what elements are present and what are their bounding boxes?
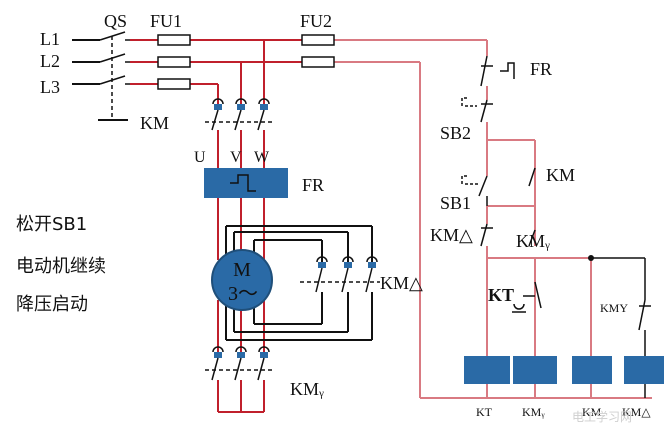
fr-block xyxy=(204,168,288,198)
label-km-delta-main: KM△ xyxy=(380,273,423,293)
km-y-main-contacts xyxy=(205,346,275,381)
label-km-ctrl: KM xyxy=(546,165,576,185)
km-delta-interlock xyxy=(480,223,493,247)
label-sb2: SB2 xyxy=(440,123,472,143)
label-kmy-contact: KMY xyxy=(600,301,629,315)
label-l2: L2 xyxy=(40,51,60,71)
coils xyxy=(464,356,664,384)
caption-line3: 降压启动 xyxy=(16,294,88,315)
junction-dot xyxy=(588,255,594,261)
label-qs: QS xyxy=(104,11,128,31)
label-km-y-main: KMᵧ xyxy=(290,379,324,399)
label-v: V xyxy=(230,149,242,166)
caption-line1: 松开SB1 xyxy=(16,214,88,235)
coil-label-km: KM xyxy=(582,405,602,419)
km-y-aux-contact xyxy=(528,229,536,247)
label-fr-main: FR xyxy=(302,175,325,195)
label-km-delta-ctrl: KM△ xyxy=(430,225,473,245)
control-wiring-inactive xyxy=(591,257,646,398)
label-km-y-ctrl: KMᵧ xyxy=(516,231,550,251)
label-l1: L1 xyxy=(40,29,60,49)
sb2-button xyxy=(461,97,493,123)
fu1-fuses xyxy=(157,34,191,90)
fu2-fuses xyxy=(301,34,335,68)
label-km-main: KM xyxy=(140,113,170,133)
label-fr-ctrl: FR xyxy=(530,59,553,79)
motor-label-m: M xyxy=(233,259,251,281)
coil-label-kmd: KM△ xyxy=(622,405,651,419)
fr-nc-contact xyxy=(480,55,515,87)
km-main-contacts xyxy=(205,98,275,131)
qs-switch xyxy=(98,31,130,121)
watermark: 电工学习网 xyxy=(572,410,633,424)
label-w: W xyxy=(254,149,270,166)
sb1-button xyxy=(461,175,488,206)
km-aux-contact xyxy=(528,167,536,187)
kt-timed-contact xyxy=(512,281,542,313)
label-sb1: SB1 xyxy=(440,193,472,213)
control-wiring xyxy=(419,40,652,399)
km-delta-main-contacts xyxy=(300,256,380,293)
motor xyxy=(211,249,273,311)
caption-line2: 电动机继续 xyxy=(16,256,106,277)
label-fu1: FU1 xyxy=(150,11,183,31)
coil-label-kt: KT xyxy=(476,405,492,419)
kmy-interlock-contact xyxy=(638,299,651,331)
label-kt-contact: KT xyxy=(488,285,515,305)
coil-label-kmy: KMᵧ xyxy=(522,405,545,419)
label-fu2: FU2 xyxy=(300,11,333,31)
label-l3: L3 xyxy=(40,77,60,97)
label-u: U xyxy=(194,149,206,166)
motor-label-3ph: 3～ xyxy=(228,283,258,305)
power-lines xyxy=(72,39,487,413)
